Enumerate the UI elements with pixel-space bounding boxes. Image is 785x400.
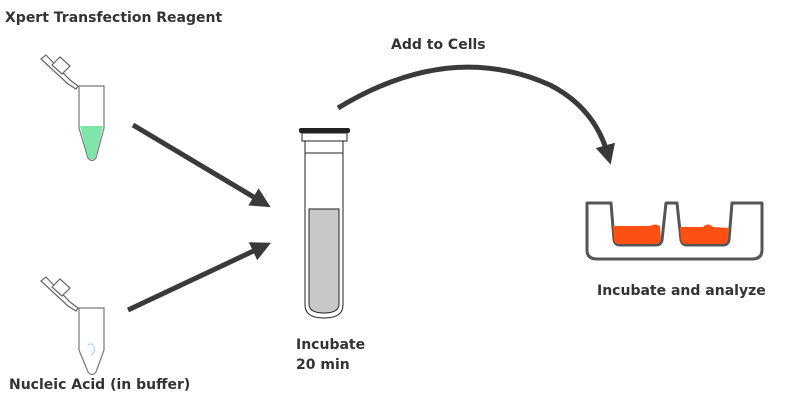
analyze-label: Incubate and analyze — [597, 283, 766, 299]
cells-well-1 — [613, 224, 661, 244]
arrow-reagent-to-mix — [131, 122, 271, 208]
arrow-nucleic-to-mix — [126, 242, 272, 313]
nucleic-acid-label: Nucleic Acid (in buffer) — [9, 377, 191, 393]
mix-liquid — [308, 208, 340, 314]
reagent-tube-icon — [40, 54, 105, 162]
reagent-label: Xpert Transfection Reagent — [5, 10, 223, 26]
incubate-label: Incubate — [296, 337, 366, 353]
add-to-cells-label: Add to Cells — [391, 37, 486, 53]
arrow-add-to-cells — [336, 64, 615, 165]
nucleic-acid-tube-icon — [40, 276, 105, 376]
well-plate-icon — [585, 201, 764, 261]
incubation-tube-icon — [299, 128, 350, 319]
incubate-time-label: 20 min — [296, 357, 350, 373]
cells-well-2 — [680, 224, 729, 244]
reagent-liquid — [80, 126, 103, 160]
